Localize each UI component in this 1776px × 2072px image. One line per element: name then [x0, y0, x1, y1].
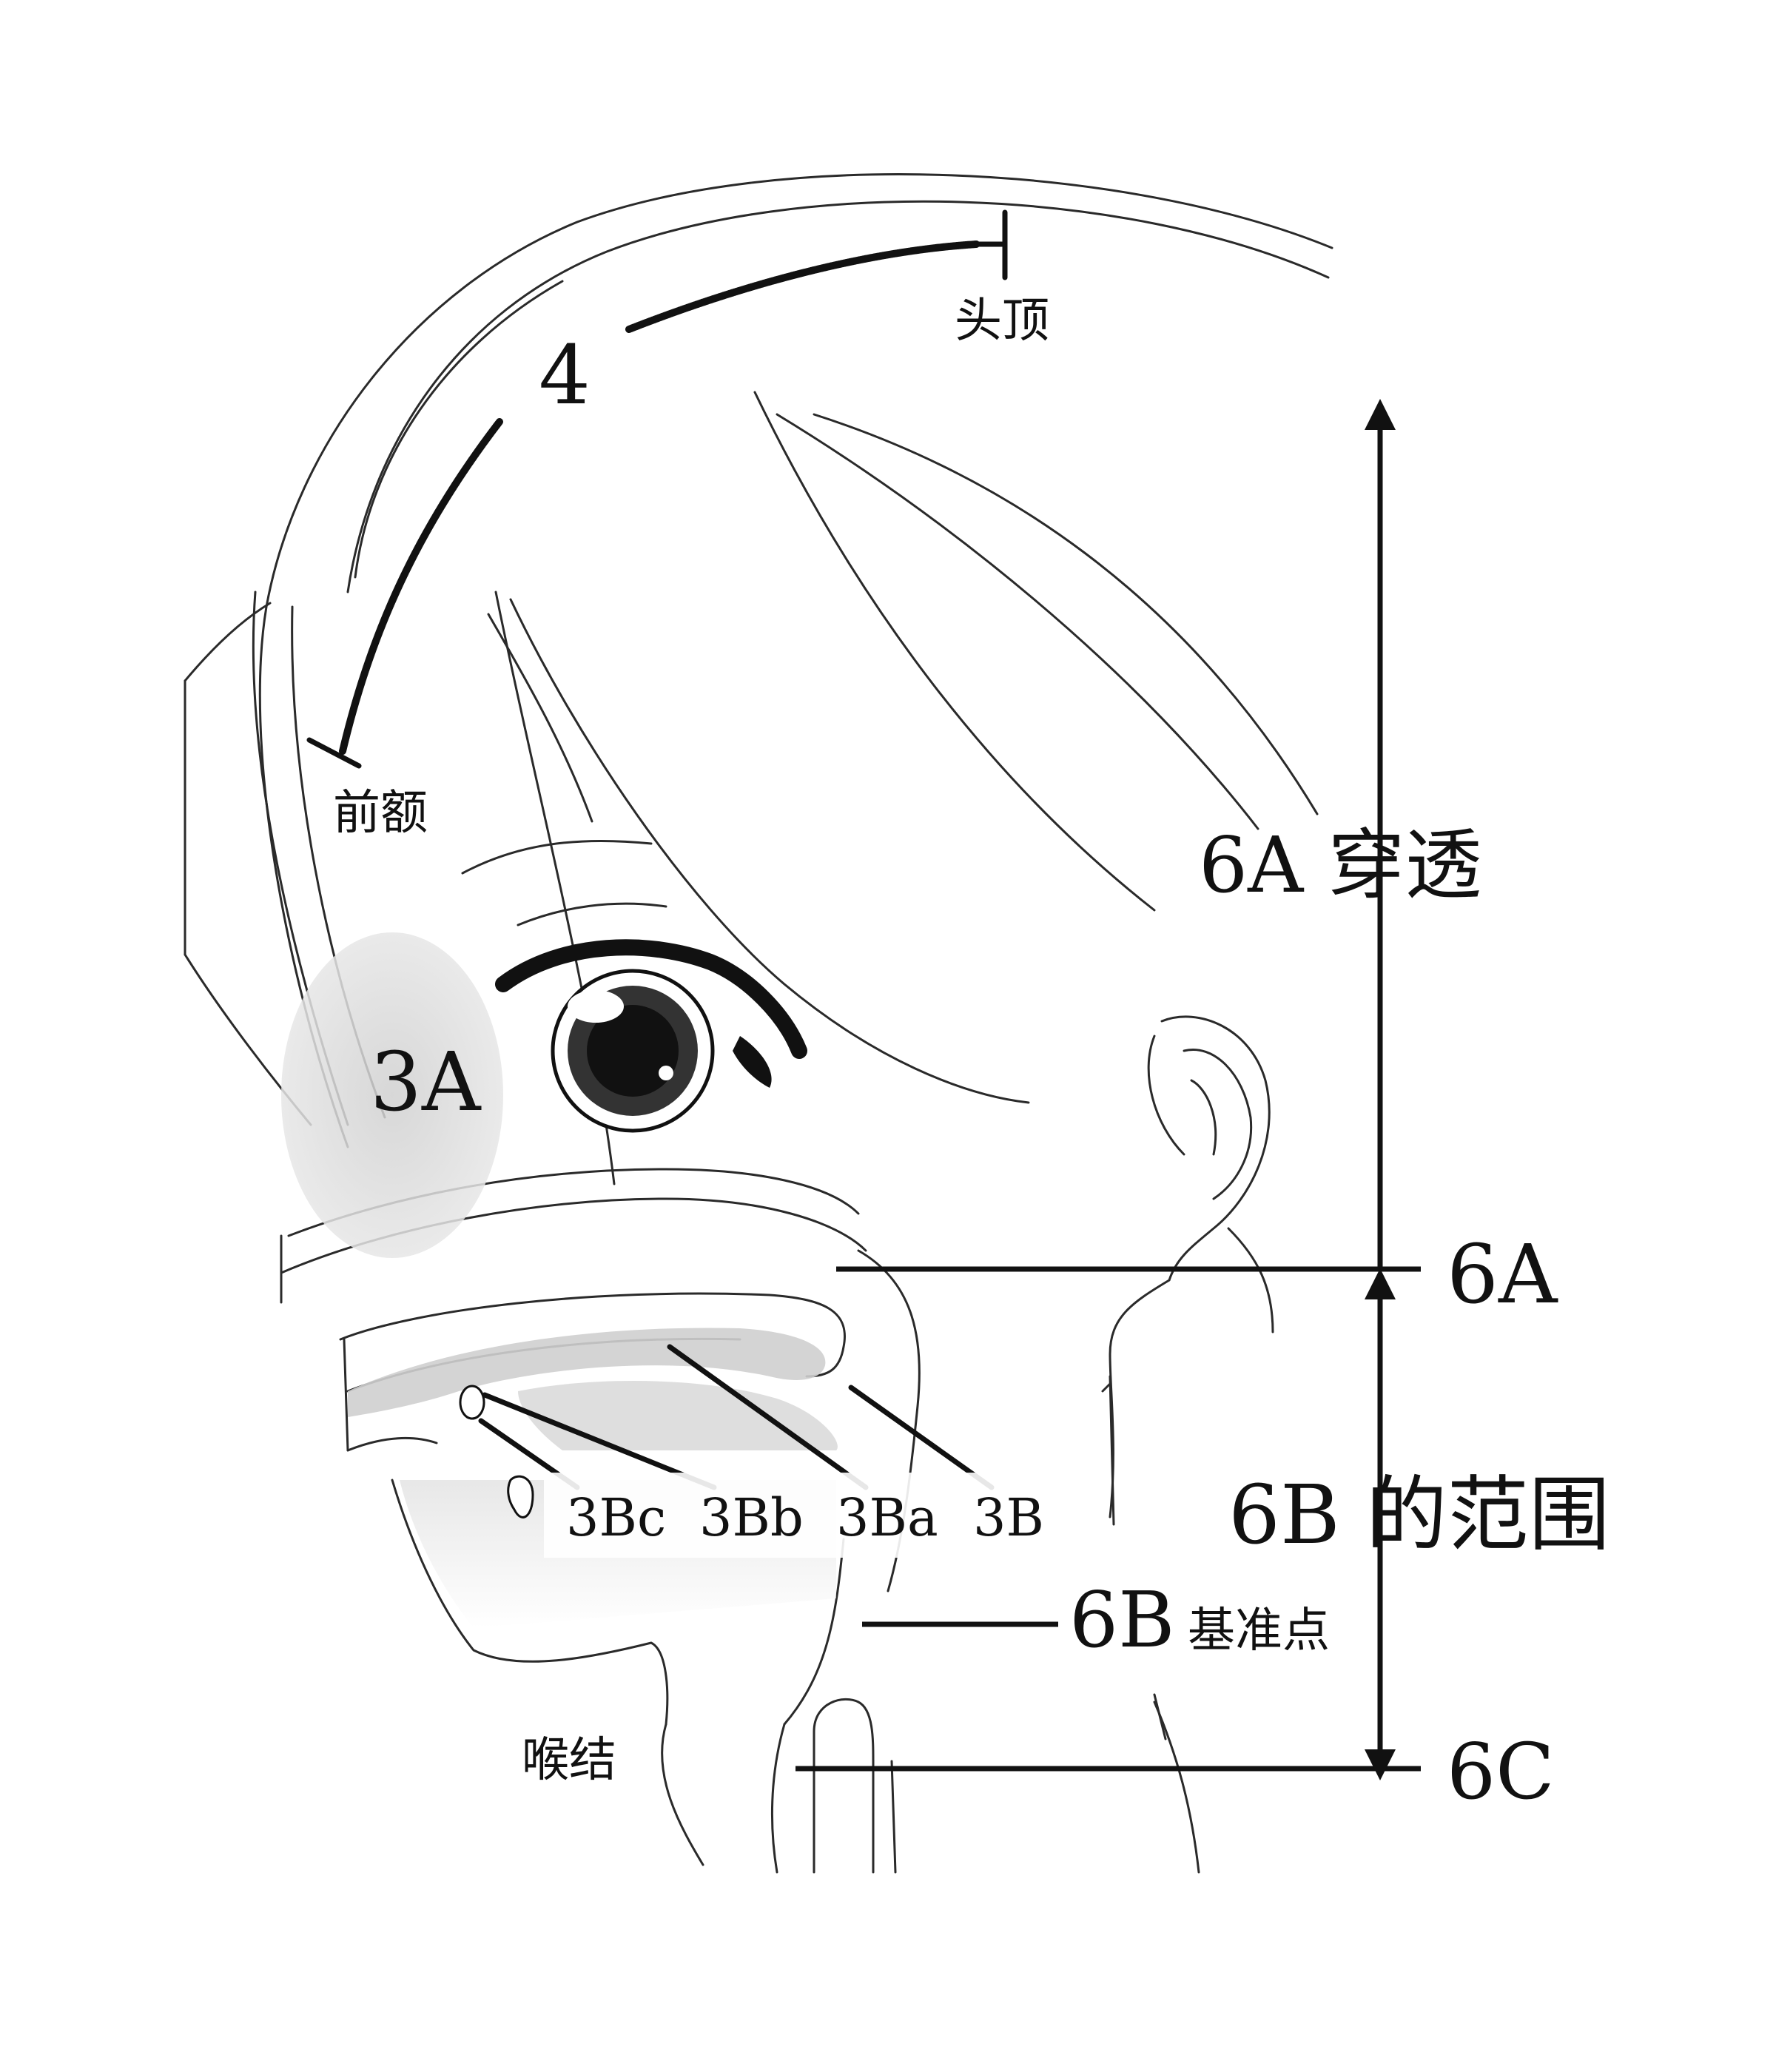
label-6a: 6A — [1447, 1227, 1558, 1322]
label-3ba: 3Ba — [836, 1487, 938, 1548]
label-6b-base-word: 基准点 — [1188, 1604, 1330, 1658]
label-3b: 3B — [973, 1487, 1044, 1548]
label-measure-4: 4 — [539, 328, 591, 423]
label-3bc: 3Bc — [566, 1487, 666, 1548]
measure-line-4 — [309, 212, 1005, 766]
label-forehead: 前额 — [333, 786, 428, 841]
eye — [503, 947, 799, 1131]
measure-lines-6 — [796, 414, 1421, 1769]
label-6c: 6C — [1447, 1726, 1555, 1817]
label-top: 头顶 — [955, 294, 1049, 349]
pointer-3b — [851, 1388, 992, 1487]
label-3bb: 3Bb — [699, 1487, 804, 1548]
label-6b-base-code: 6B — [1069, 1575, 1175, 1665]
tongue-shade — [518, 1381, 838, 1450]
label-6b-range: 6B 的范围 — [1228, 1467, 1610, 1562]
label-3a: 3A — [370, 1035, 482, 1129]
label-adams-apple: 喉结 — [522, 1733, 616, 1788]
label-6a-penetrate: 6A 穿透 — [1199, 820, 1481, 910]
tooth-shape — [460, 1386, 484, 1419]
